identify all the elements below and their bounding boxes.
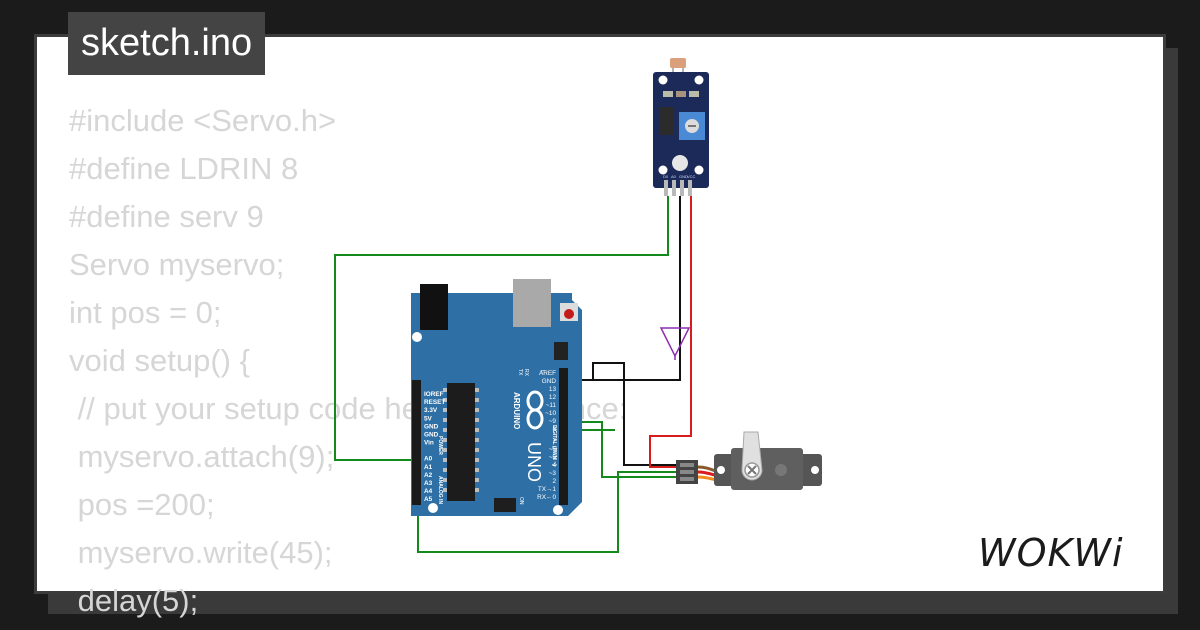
wire-black-sensor-gnd[interactable]: [568, 196, 681, 381]
digital-header: [559, 368, 568, 505]
code-line: int pos = 0;: [69, 295, 222, 330]
power-label: POWER: [437, 436, 443, 455]
digital-pin-label: ~5: [549, 454, 557, 461]
code-line: void setup() {: [69, 343, 250, 378]
digital-pin-label: RX←0: [537, 494, 556, 501]
microcontroller-chip: [447, 383, 475, 501]
sensor-pin-label: VCC: [687, 174, 696, 179]
analog-pin-label: A1: [424, 464, 433, 471]
wire-purple-diode: [659, 327, 691, 360]
code-line: #define serv 9: [69, 199, 264, 234]
digital-pin-label: 8: [552, 426, 556, 433]
sensor-pin-header: [664, 180, 692, 196]
analog-pin-label: A3: [424, 480, 433, 487]
power-pin-label: GND: [424, 432, 439, 439]
digital-pin-label: 12: [549, 394, 557, 401]
digital-pin-label: 4: [552, 462, 556, 469]
code-line: delay(5);: [69, 583, 199, 618]
digital-pin-label: ~10: [545, 410, 556, 417]
code-line: myservo.write(45);: [69, 535, 333, 570]
power-pin-label: GND: [424, 423, 439, 430]
digital-pin-label: 7: [552, 438, 556, 445]
digital-pin-label: ~6: [549, 446, 557, 453]
photoresistor-icon: [670, 58, 686, 68]
on-led-label: ON: [518, 497, 524, 505]
digital-pin-label: 13: [549, 386, 557, 393]
digital-pin-label: TX→1: [538, 486, 557, 493]
arduino-infinity-icon: [526, 390, 544, 430]
usb-port: [513, 279, 551, 327]
code-line: #include <Servo.h>: [69, 103, 337, 138]
sensor-pin-label: GND: [679, 174, 688, 179]
wire-green-pin8[interactable]: [568, 421, 676, 478]
power-analog-header: [412, 380, 421, 505]
code-line: #define LDRIN 8: [69, 151, 299, 186]
power-pin-label: Vin: [424, 440, 434, 447]
arduino-uno-board[interactable]: ARDUINO UNO ON POWER ANALOG IN DIGITAL (…: [411, 279, 582, 516]
wires: [334, 196, 692, 553]
sketch-file-title: sketch.ino: [68, 12, 266, 75]
project-preview-canvas: #include <Servo.h> #define LDRIN 8 #define…: [34, 34, 1166, 618]
sensor-pin-label: D0: [663, 174, 669, 179]
led-label-tx: TX: [517, 369, 523, 376]
ldr-sensor-module[interactable]: D0 A0 GND VCC: [653, 58, 709, 196]
code-line: myservo.attach(9);: [69, 439, 335, 474]
analog-pin-label: A0: [424, 456, 433, 463]
sensor-pin-label: A0: [671, 174, 677, 179]
analog-pin-label: A2: [424, 472, 433, 479]
code-line: Servo myservo;: [69, 247, 285, 282]
digital-pin-label: AREF: [539, 370, 556, 377]
wire-black-gnd[interactable]: [568, 362, 676, 466]
led-label-l: L: [539, 370, 545, 373]
wokwi-logo-text: WOKWi: [978, 531, 1124, 575]
wire-green-d0[interactable]: [334, 196, 669, 461]
code-line: pos =200;: [69, 487, 215, 522]
digital-pin-label: ~3: [549, 470, 557, 477]
wokwi-logo: WOKWi: [978, 531, 1124, 575]
digital-pin-label: 2: [552, 478, 556, 485]
power-pin-label: 5V: [424, 415, 433, 422]
board-model: UNO: [524, 442, 544, 482]
wire-green-bottom[interactable]: [417, 470, 676, 553]
board-brand: ARDUINO: [512, 392, 521, 429]
digital-pin-label: ~11: [546, 402, 557, 409]
power-jack: [420, 284, 448, 330]
led-label-rx: RX: [523, 369, 529, 377]
power-pin-label: IOREF: [424, 391, 444, 398]
digital-pin-label: GND: [542, 378, 557, 385]
analog-pin-label: A4: [424, 488, 433, 495]
wire-red-vcc[interactable]: [649, 196, 692, 468]
digital-label: DIGITAL (PWM ~): [551, 425, 557, 466]
servo-horn-icon[interactable]: [741, 431, 763, 481]
reset-button-icon[interactable]: [564, 309, 574, 319]
power-pin-label: 3.3V: [424, 407, 438, 414]
analog-label: ANALOG IN: [437, 476, 443, 504]
servo-motor[interactable]: [676, 431, 822, 490]
power-pin-label: RESET: [424, 399, 445, 406]
digital-pin-label: ~9: [549, 418, 557, 425]
analog-pin-label: A5: [424, 496, 433, 503]
